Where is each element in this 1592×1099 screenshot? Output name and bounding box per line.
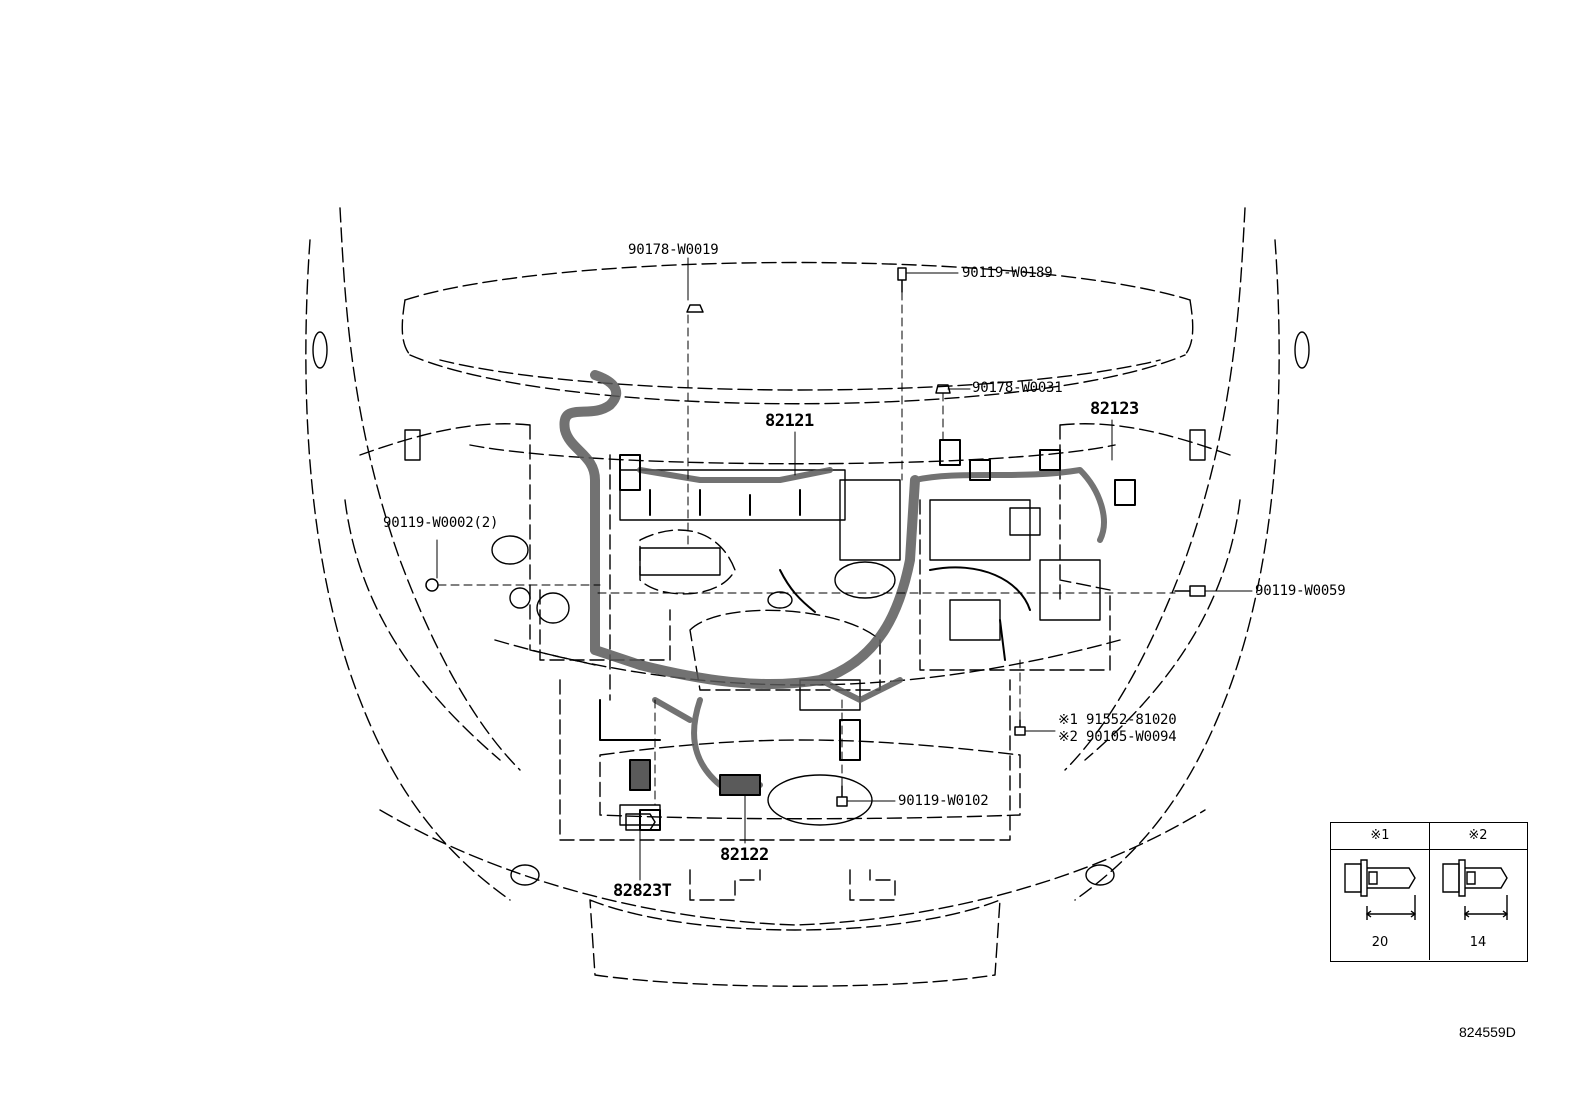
legend-length-1: 20 (1371, 935, 1389, 950)
vehicle-body-outline (305, 207, 1280, 987)
part-number-82121: 82121 (765, 411, 814, 431)
flange-bolt-14-icon (1442, 859, 1509, 920)
bolt-icon (1014, 719, 1026, 736)
legend-header-1: ※1 (1331, 823, 1429, 850)
part-number-82122: 82122 (720, 845, 769, 865)
label-90119-w0189: 90119-W0189 (962, 265, 1053, 281)
bolt-icon (897, 267, 907, 293)
bolt-icon (836, 785, 848, 807)
bolt-icon (1174, 585, 1206, 597)
label-note-2: ※2 90105-W0094 (1058, 729, 1177, 745)
diagram-code: 824559D (1459, 1024, 1516, 1040)
label-90119-w0002: 90119-W0002(2) (383, 515, 499, 531)
clip-icon (425, 578, 439, 592)
clip-icon (625, 813, 656, 831)
engine-components (312, 331, 1310, 886)
label-90178-w0031: 90178-W0031 (972, 380, 1063, 396)
fastener-icons (425, 267, 1206, 831)
label-90119-w0059: 90119-W0059 (1255, 583, 1346, 599)
legend-column-2: ※2 14 (1429, 823, 1527, 960)
wiring-harness (559, 370, 1107, 788)
legend-header-2: ※2 (1429, 823, 1527, 850)
legend-length-2: 14 (1469, 935, 1487, 950)
part-number-82123: 82123 (1090, 399, 1139, 419)
flange-bolt-20-icon (1344, 859, 1417, 920)
label-90119-w0102: 90119-W0102 (898, 793, 989, 809)
part-number-82823T: 82823T (613, 881, 672, 901)
legend-column-1: ※1 20 (1331, 823, 1430, 960)
label-note-1: ※1 91552-81020 (1058, 712, 1177, 728)
leader-lines (436, 257, 1253, 881)
nut-icon (935, 384, 951, 394)
harness-branches (599, 439, 1136, 831)
fastener-legend-table: ※1 20 ※2 (1330, 822, 1528, 962)
label-90178-w0019: 90178-W0019 (628, 242, 719, 258)
bolt-icon (686, 304, 704, 313)
